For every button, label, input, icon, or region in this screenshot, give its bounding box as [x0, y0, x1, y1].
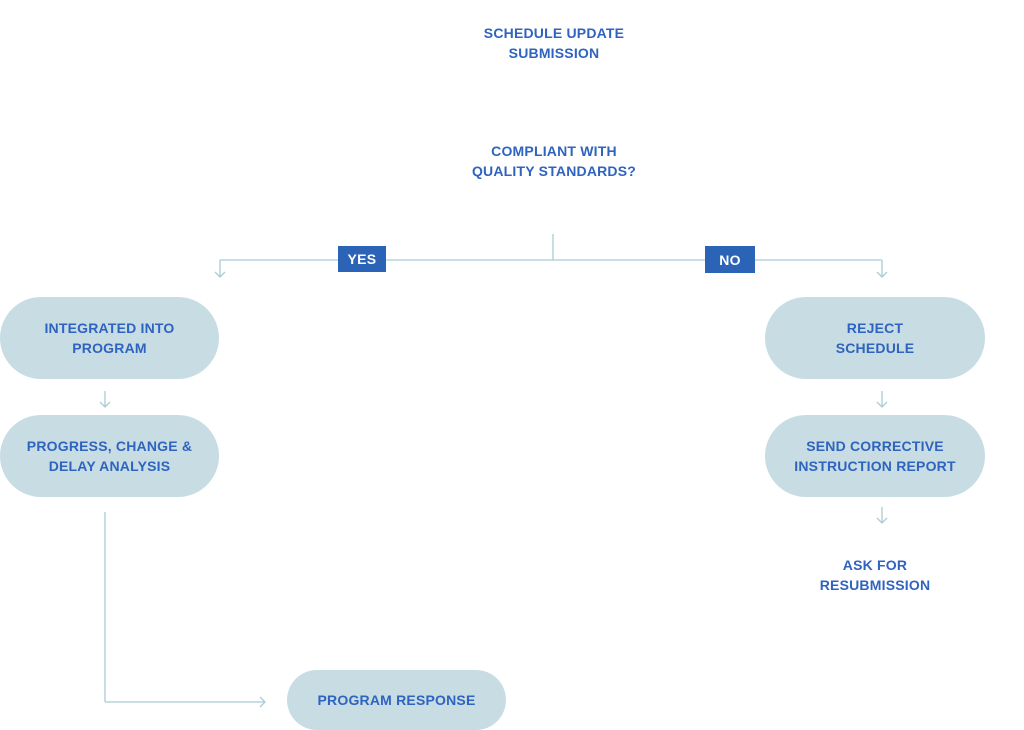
no-badge: NO	[705, 246, 755, 273]
reject-schedule-node: REJECT SCHEDULE	[765, 297, 985, 379]
resubmission-node: ASK FOR RESUBMISSION	[819, 557, 931, 593]
arrow-down-icon	[876, 401, 888, 408]
arrow-right-icon	[259, 696, 266, 708]
progress-analysis-node: PROGRESS, CHANGE & DELAY ANALYSIS	[0, 415, 219, 497]
yes-badge: YES	[338, 246, 386, 272]
arrow-down-icon	[876, 517, 888, 524]
start-node: SCHEDULE UPDATE SUBMISSION	[483, 25, 625, 61]
arrow-down-icon	[876, 271, 888, 278]
arrow-down-icon	[214, 271, 226, 278]
integrated-into-program-node: INTEGRATED INTO PROGRAM	[0, 297, 219, 379]
decision-node: COMPLIANT WITH QUALITY STANDARDS?	[471, 143, 637, 179]
corrective-report-node: SEND CORRECTIVE INSTRUCTION REPORT	[765, 415, 985, 497]
arrow-down-icon	[99, 401, 111, 408]
program-response-node: PROGRAM RESPONSE	[287, 670, 506, 730]
